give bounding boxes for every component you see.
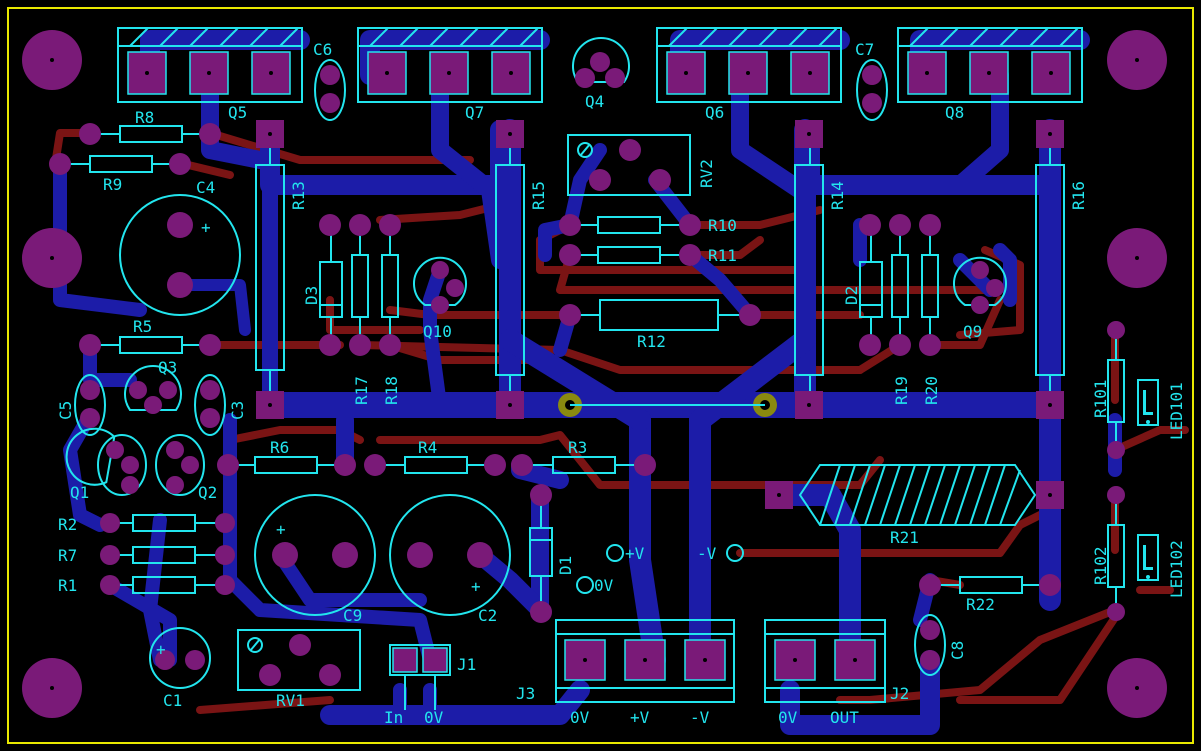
label-q9: Q9: [963, 322, 982, 341]
label-r17: R17: [352, 376, 371, 405]
plus-c1: +: [156, 640, 166, 659]
label-d1: D1: [556, 556, 575, 575]
label-r21: R21: [890, 528, 919, 547]
label-r9: R9: [103, 175, 122, 194]
board-outline: [7, 7, 1194, 744]
label-r7: R7: [58, 546, 77, 565]
label-r15: R15: [529, 181, 548, 210]
led102-body: [1137, 534, 1159, 581]
plus-c4: +: [201, 218, 211, 237]
label-r102: R102: [1091, 546, 1110, 585]
label-r10: R10: [708, 216, 737, 235]
label-r6: R6: [270, 438, 289, 457]
label-minus-v: -V: [697, 544, 717, 563]
label-q1: Q1: [70, 483, 89, 502]
c6-outline: [314, 59, 346, 121]
label-d3: D3: [302, 286, 321, 305]
label-j1: J1: [457, 655, 476, 674]
label-r20: R20: [922, 376, 941, 405]
label-r12: R12: [637, 332, 666, 351]
rv2-outline: [567, 134, 691, 196]
label-r19: R19: [892, 376, 911, 405]
mounting-holes: [22, 30, 1167, 718]
q5-outline: [117, 27, 303, 103]
label-c7: C7: [855, 40, 874, 59]
label-c3: C3: [228, 401, 247, 420]
label-j2-0v: 0V: [778, 708, 798, 727]
q4-outline: [572, 37, 630, 83]
q10-outline: [413, 256, 467, 306]
label-c5: C5: [56, 401, 75, 420]
label-q7: Q7: [465, 103, 484, 122]
label-c6: C6: [313, 40, 332, 59]
label-q2: Q2: [198, 483, 217, 502]
q3-outline: [124, 365, 182, 411]
label-r2: R2: [58, 515, 77, 534]
label-q4: Q4: [585, 92, 604, 111]
c2-outline: [389, 494, 511, 616]
c4-outline: [119, 194, 241, 316]
label-c8: C8: [948, 641, 967, 660]
label-rv2: RV2: [697, 159, 716, 188]
c9-outline: [254, 494, 376, 616]
label-j3: J3: [516, 684, 535, 703]
label-c2: C2: [478, 606, 497, 625]
label-q3: Q3: [158, 358, 177, 377]
q1-outline: [65, 427, 116, 486]
plus-c2: +: [471, 577, 481, 596]
q6-outline: [656, 27, 842, 103]
label-r11: R11: [708, 246, 737, 265]
label-q8: Q8: [945, 103, 964, 122]
q7-outline: [357, 27, 543, 103]
label-c1: C1: [163, 691, 182, 710]
label-j3-pv: +V: [630, 708, 650, 727]
label-q10: Q10: [423, 322, 452, 341]
label-d2: D2: [842, 286, 861, 305]
label-r1: R1: [58, 576, 77, 595]
j2-outline: [764, 619, 886, 703]
led101-body: [1137, 379, 1159, 426]
label-r4: R4: [418, 438, 437, 457]
label-c4: C4: [196, 178, 215, 197]
q9-outline: [953, 256, 1007, 306]
label-r14: R14: [828, 181, 847, 210]
led-bodies: [1137, 379, 1159, 581]
component-labels: R8 R9 C4 Q5 C6 Q7 Q4 Q6 C7 Q8 RV2 R13 R1…: [56, 40, 1186, 727]
c7-outline: [856, 59, 888, 121]
label-r8: R8: [135, 108, 154, 127]
label-q6: Q6: [705, 103, 724, 122]
vias: [558, 393, 777, 417]
label-r5: R5: [133, 317, 152, 336]
label-rv1: RV1: [276, 691, 305, 710]
label-r3: R3: [568, 438, 587, 457]
label-in: In: [384, 708, 403, 727]
label-led101: LED101: [1167, 382, 1186, 440]
label-j2: J2: [890, 684, 909, 703]
label-j3-0v: 0V: [570, 708, 590, 727]
label-j3-mv: -V: [690, 708, 710, 727]
label-c9: C9: [343, 606, 362, 625]
rv1-outline: [237, 629, 361, 691]
r21-outline: [798, 464, 1037, 526]
label-in-0v: 0V: [424, 708, 444, 727]
label-r101: R101: [1091, 379, 1110, 418]
q8-outline: [897, 27, 1083, 103]
silkscreen: [60, 27, 1125, 710]
label-plus-v: +V: [625, 544, 645, 563]
label-zero-v: 0V: [594, 576, 614, 595]
label-q5: Q5: [228, 103, 247, 122]
label-r16: R16: [1069, 181, 1088, 210]
label-led102: LED102: [1167, 540, 1186, 598]
label-r18: R18: [382, 376, 401, 405]
j3-outline: [555, 619, 735, 703]
label-r13: R13: [289, 181, 308, 210]
label-j2-out: OUT: [830, 708, 859, 727]
label-r22: R22: [966, 595, 995, 614]
plus-c9: +: [276, 520, 286, 539]
